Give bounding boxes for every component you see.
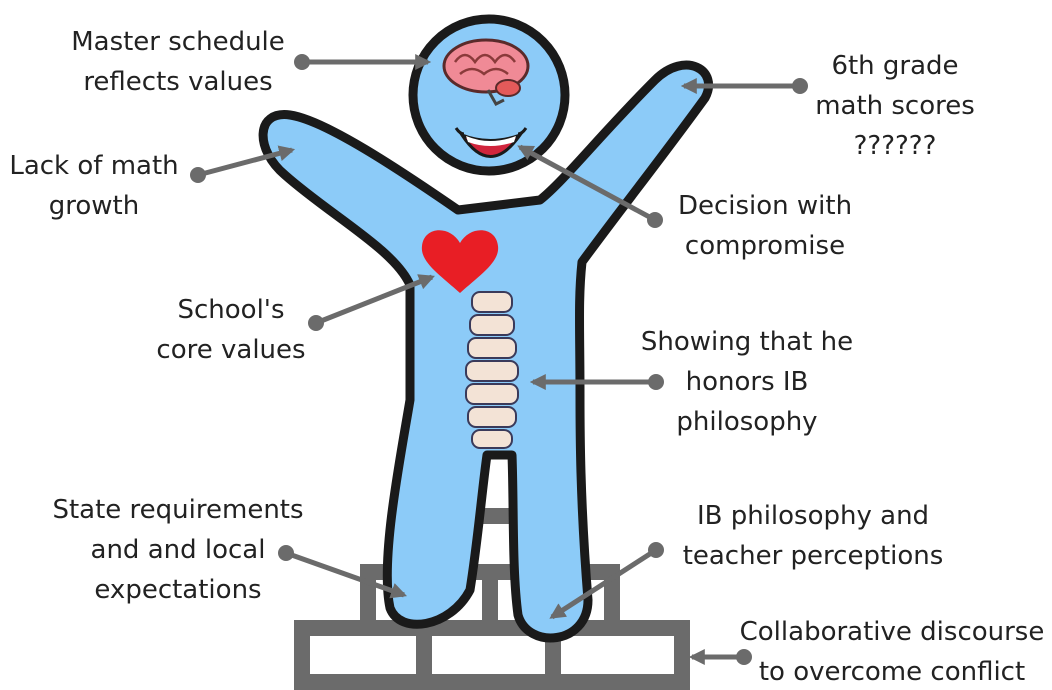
- label-lack-math-growth: Lack of math growth: [4, 146, 184, 226]
- label-master-schedule: Master schedule reflects values: [60, 22, 296, 102]
- label-collaborative: Collaborative discourse to overcome conf…: [736, 612, 1048, 690]
- label-state-requirements: State requirements and and local expecta…: [40, 490, 316, 610]
- spine-icon: [466, 292, 518, 448]
- label-ib-teacher: IB philosophy and teacher perceptions: [668, 496, 958, 576]
- label-math-scores: 6th grade math scores ??????: [800, 46, 990, 166]
- label-ib-honor: Showing that he honors IB philosophy: [632, 322, 862, 442]
- label-core-values: School's core values: [146, 290, 316, 370]
- label-decision: Decision with compromise: [670, 186, 860, 266]
- brick-wall-icon: [302, 516, 682, 682]
